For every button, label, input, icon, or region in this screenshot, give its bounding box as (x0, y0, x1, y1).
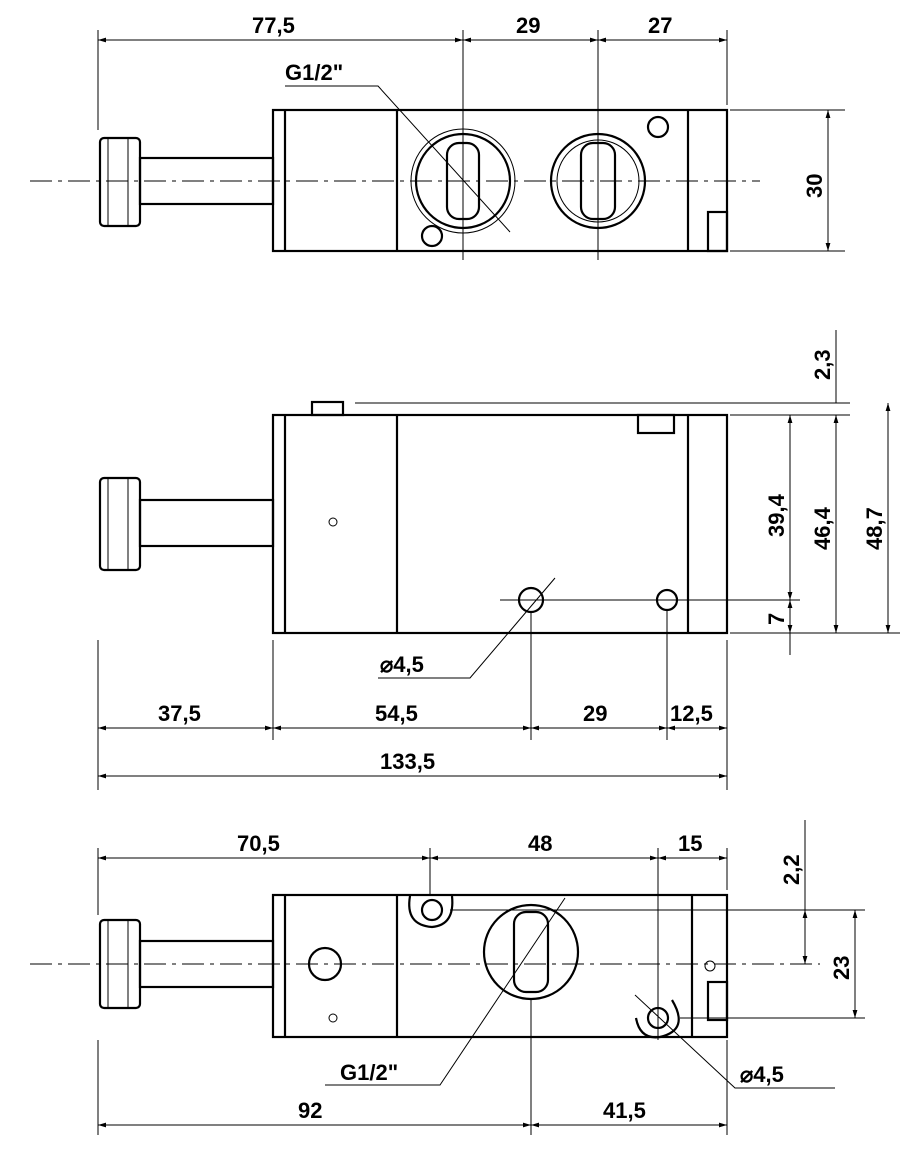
dim-29: 29 (583, 701, 607, 726)
port-label: G1/2" (340, 1060, 398, 1085)
dim-2-3: 2,3 (810, 349, 835, 380)
dim-29: 29 (516, 13, 540, 38)
side-view: 2,3 39,4 46,4 48,7 7 ⌀4,5 37,5 54,5 29 1… (97, 330, 900, 790)
top-view: 77,5 29 27 G1/2" 30 (30, 13, 845, 260)
port-circle (482, 903, 580, 1001)
dim-77-5: 77,5 (252, 13, 295, 38)
dim-7: 7 (764, 613, 789, 625)
dim-48-7: 48,7 (862, 507, 887, 550)
dim-27: 27 (648, 13, 672, 38)
dim-46-4: 46,4 (810, 506, 835, 550)
mounting-hole (420, 898, 444, 922)
dim-133-5: 133,5 (380, 749, 435, 774)
dim-39-4: 39,4 (764, 493, 789, 537)
dim-54-5: 54,5 (375, 701, 418, 726)
dim-23: 23 (829, 956, 854, 980)
dim-37-5: 37,5 (158, 701, 201, 726)
dim-70-5: 70,5 (237, 831, 280, 856)
mounting-hole (420, 224, 444, 248)
dim-48: 48 (528, 831, 552, 856)
dim-92: 92 (298, 1098, 322, 1123)
dim-30: 30 (802, 174, 827, 198)
dim-41-5: 41,5 (603, 1098, 646, 1123)
port-label: G1/2" (285, 60, 343, 85)
bottom-view: 70,5 48 15 2,2 23 G1/2" ⌀4,5 92 41,5 (30, 820, 865, 1135)
dim-2-2: 2,2 (779, 854, 804, 885)
dim-15: 15 (678, 831, 702, 856)
hole-label: ⌀4,5 (380, 652, 424, 677)
dim-12-5: 12,5 (670, 701, 713, 726)
mounting-hole (646, 115, 670, 139)
hole-label: ⌀4,5 (740, 1062, 784, 1087)
